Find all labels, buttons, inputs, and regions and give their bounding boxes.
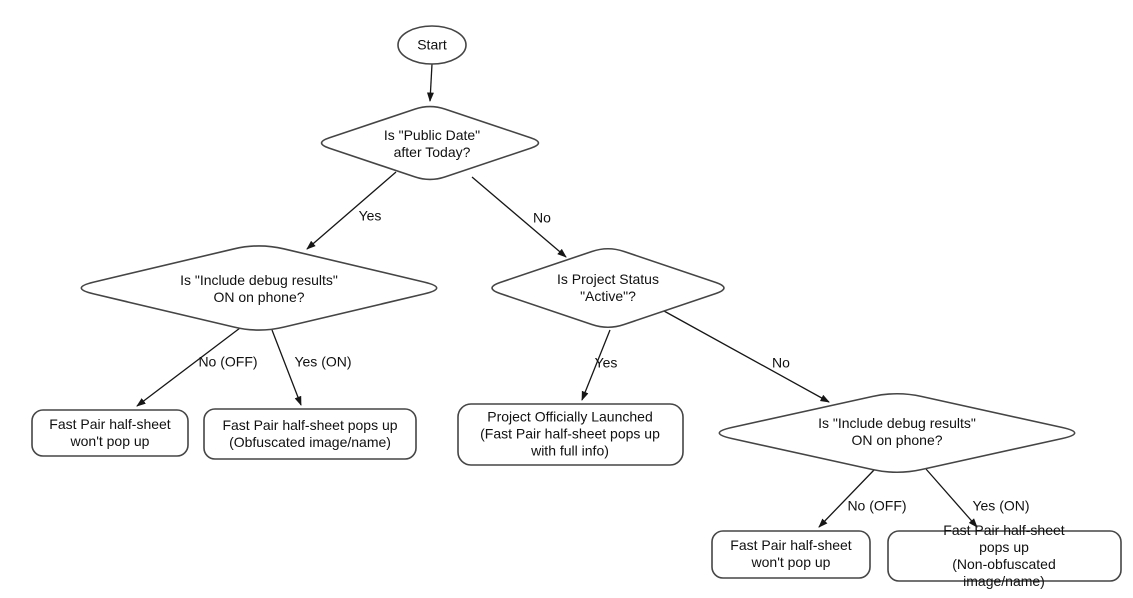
edge-label-project-status-yes: Yes bbox=[594, 354, 618, 371]
edge-debug-left-yes-on bbox=[271, 329, 302, 406]
result-no-popup-right-shape bbox=[711, 530, 871, 579]
edge-label-debug-left-no: No (OFF) bbox=[198, 353, 258, 370]
edge-label-debug-right-yes: Yes (ON) bbox=[972, 497, 1030, 514]
decision-debug-left-shape bbox=[80, 245, 438, 331]
decision-debug-left-label: Is "Include debug results" ON on phone? bbox=[180, 272, 338, 305]
flowchart-edges bbox=[136, 63, 978, 528]
start-terminator-shape bbox=[397, 25, 467, 65]
edge-debug-left-no-off bbox=[136, 327, 241, 407]
decision-public-date-label: Is "Public Date" after Today? bbox=[383, 127, 481, 160]
decision-debug-right-label: Is "Include debug results" ON on phone? bbox=[818, 415, 976, 448]
edge-public-date-no bbox=[471, 176, 567, 258]
result-launched-shape bbox=[457, 403, 684, 466]
decision-project-status-shape bbox=[491, 247, 725, 329]
result-no-popup-left-label: Fast Pair half-sheet won't pop up bbox=[49, 416, 171, 449]
result-launched-label: Project Officially Launched (Fast Pair h… bbox=[480, 408, 660, 459]
result-non-obfuscated-label: Fast Pair half-sheet pops up (Non-obfusc… bbox=[943, 522, 1065, 589]
decision-public-date-shape bbox=[320, 105, 540, 181]
result-no-popup-right-label: Fast Pair half-sheet won't pop up bbox=[730, 537, 852, 570]
result-no-popup-left-shape bbox=[31, 409, 189, 457]
edge-label-project-status-no: No bbox=[772, 354, 790, 371]
result-non-obfuscated-shape bbox=[887, 530, 1122, 582]
edge-project-status-no bbox=[663, 310, 830, 403]
edge-debug-right-yes-on bbox=[925, 468, 978, 528]
flowchart-nodes bbox=[31, 25, 1122, 582]
edge-debug-right-no-off bbox=[818, 469, 875, 528]
edge-label-debug-left-yes: Yes (ON) bbox=[294, 353, 352, 370]
edge-label-public-date-yes: Yes bbox=[358, 207, 382, 224]
start-label: Start bbox=[417, 36, 447, 53]
edge-project-status-yes bbox=[581, 329, 611, 401]
edge-start-to-public-date bbox=[426, 63, 434, 102]
edge-label-debug-right-no: No (OFF) bbox=[847, 497, 907, 514]
decision-project-status-label: Is Project Status "Active"? bbox=[557, 271, 659, 304]
edge-public-date-yes bbox=[306, 171, 397, 250]
result-obfuscated-label: Fast Pair half-sheet pops up (Obfuscated… bbox=[222, 417, 398, 450]
decision-debug-right-shape bbox=[718, 392, 1076, 474]
edge-label-public-date-no: No bbox=[533, 209, 551, 226]
result-obfuscated-shape bbox=[203, 408, 417, 460]
